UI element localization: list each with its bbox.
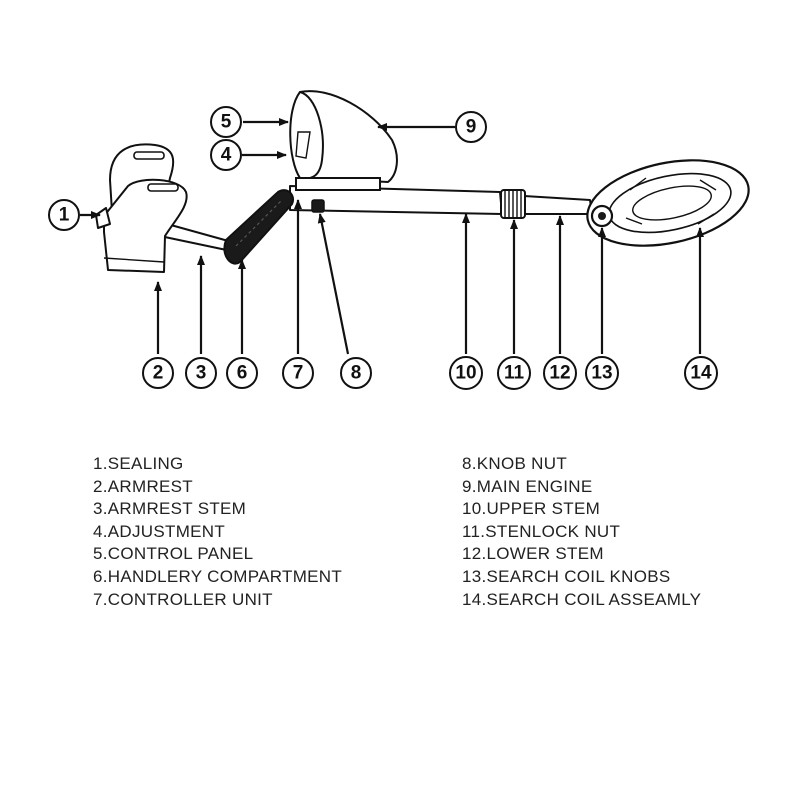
svg-text:14: 14 [690,363,712,384]
legend-item-main-engine: 9.MAIN ENGINE [462,476,593,496]
handle-grip [223,189,294,265]
callout-13: 13 [585,356,619,390]
svg-text:5: 5 [221,112,232,133]
legend-item-handlery-compartment: 6.HANDLERY COMPARTMENT [93,566,343,586]
legend-item-search-coil-asseamly: 14.SEARCH COIL ASSEAMLY [462,589,702,609]
svg-text:3: 3 [196,363,207,384]
search-coil [586,159,750,247]
leader-arrows [80,118,704,355]
callout-1: 1 [48,199,80,231]
legend-left: 1.SEALING 2.ARMREST 3.ARMREST STEM 4.ADJ… [93,453,342,611]
lower-stem [523,195,593,215]
svg-text:2: 2 [153,363,164,384]
svg-text:11: 11 [504,363,525,384]
callout-11: 11 [497,356,531,390]
stemlock-nut [500,189,526,219]
coil-knob [590,204,614,228]
leader-8 [317,213,350,355]
legend-item-lower-stem: 12.LOWER STEM [462,544,604,564]
legend-item-knob-nut: 8.KNOB NUT [462,454,568,473]
legend-item-armrest: 2.ARMREST [93,476,193,496]
svg-text:4: 4 [221,145,232,166]
legend-item-upper-stem: 10.UPPER STEM [462,499,601,519]
callout-7: 7 [282,357,314,389]
callout-3: 3 [185,357,217,389]
legend-item-sealing: 1.SEALING [93,454,184,473]
legend-item-stenlock-nut: 11.STENLOCK NUT [462,521,621,541]
svg-text:7: 7 [293,363,304,384]
callout-9: 9 [455,111,487,143]
armrest [103,143,188,273]
svg-text:9: 9 [466,117,477,138]
knob-nut [311,199,325,213]
legend-item-adjustment: 4.ADJUSTMENT [93,521,226,541]
control-box [289,90,398,191]
callout-5: 5 [210,106,242,138]
callout-8: 8 [340,357,372,389]
callout-10: 10 [449,356,483,390]
svg-text:6: 6 [237,363,248,384]
svg-text:1: 1 [59,205,70,226]
detector-illustration [95,90,750,273]
svg-text:12: 12 [549,363,570,384]
callout-6: 6 [226,357,258,389]
svg-text:13: 13 [591,363,612,384]
callout-2: 2 [142,357,174,389]
legend-right: 8.KNOB NUT 9.MAIN ENGINE 10.UPPER STEM 1… [462,453,701,611]
callout-14: 14 [684,356,718,390]
callout-4: 4 [210,139,242,171]
legend-item-control-panel: 5.CONTROL PANEL [93,544,254,564]
legend-item-controller-unit: 7.CONTROLLER UNIT [93,589,273,609]
svg-text:10: 10 [455,363,476,384]
svg-text:8: 8 [351,363,362,384]
legend-item-search-coil-knobs: 13.SEARCH COIL KNOBS [462,566,671,586]
callout-12: 12 [543,356,577,390]
legend-item-armrest-stem: 3.ARMREST STEM [93,499,247,519]
callouts: 1 2 3 4 5 6 7 8 9 10 11 12 13 14 [48,106,718,390]
